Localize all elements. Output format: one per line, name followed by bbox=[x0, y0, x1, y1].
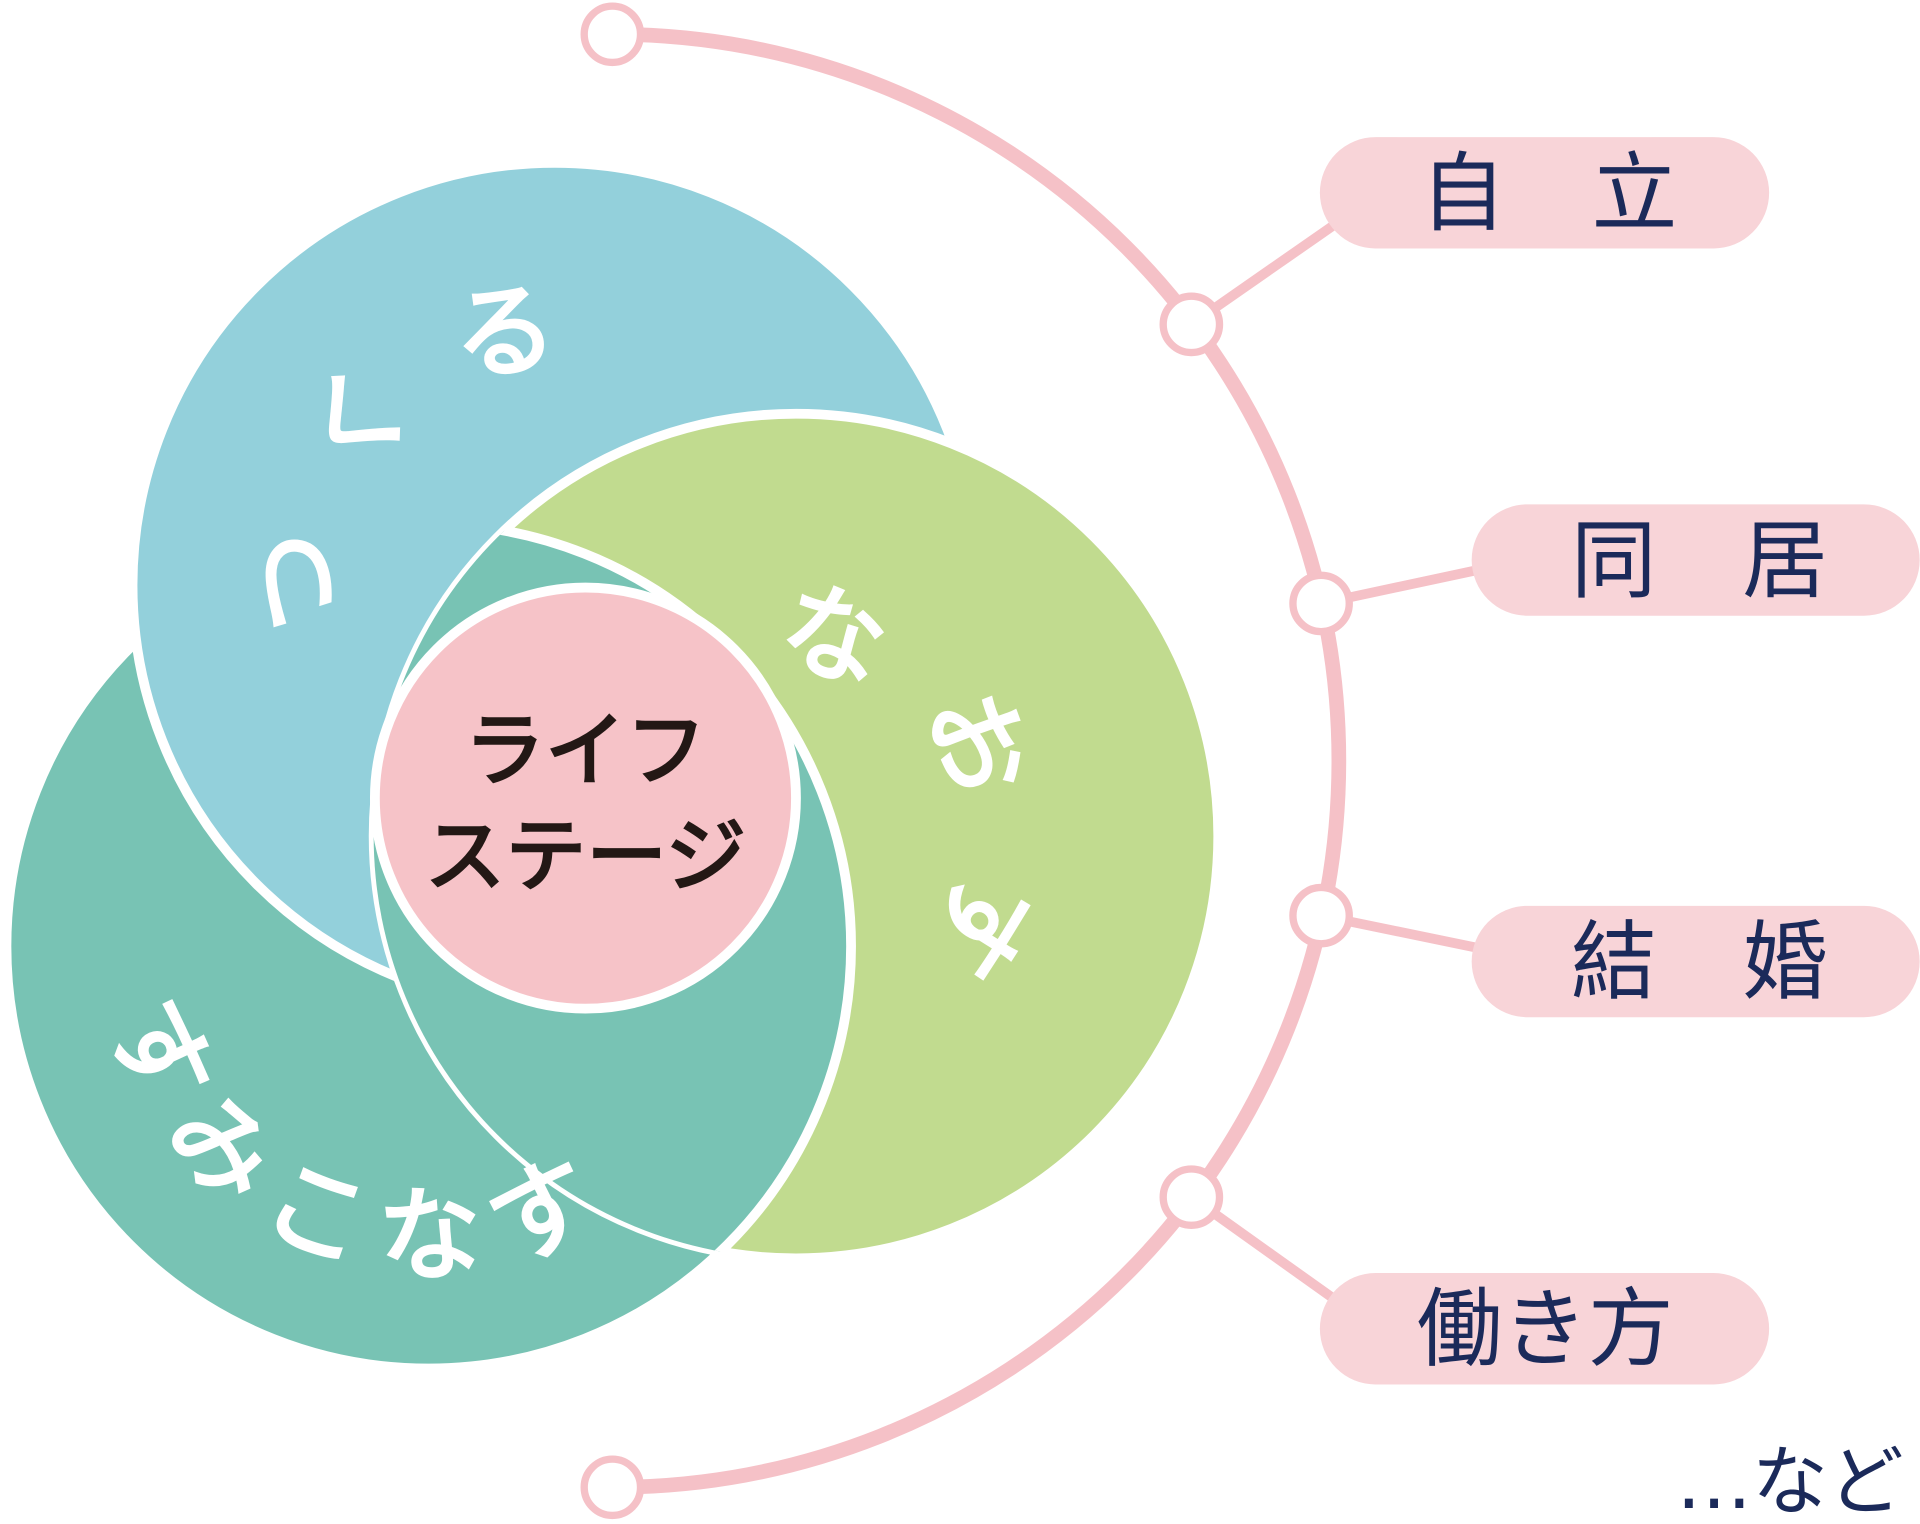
stage-label: 結 婚 bbox=[1571, 913, 1828, 1013]
stage-pill-hatarakikata: 働き方 bbox=[1319, 1273, 1770, 1385]
timeline-arc bbox=[612, 26, 1347, 1495]
stage-pill-dokyo: 同 居 bbox=[1471, 504, 1920, 616]
center-label-line1: ライフ bbox=[464, 705, 706, 799]
stage-label: 同 居 bbox=[1571, 511, 1828, 611]
etc-label: …など bbox=[1676, 1438, 1904, 1524]
circle-center bbox=[369, 582, 801, 1014]
stage-label: 自 立 bbox=[1420, 144, 1677, 244]
stage-label: 働き方 bbox=[1417, 1280, 1674, 1380]
center-label-line2: ステージ bbox=[425, 810, 747, 904]
stage-pill-jiritsu: 自 立 bbox=[1319, 137, 1770, 249]
timeline-nodes bbox=[580, 2, 1353, 1520]
stage-pill-kekkon: 結 婚 bbox=[1471, 905, 1920, 1018]
